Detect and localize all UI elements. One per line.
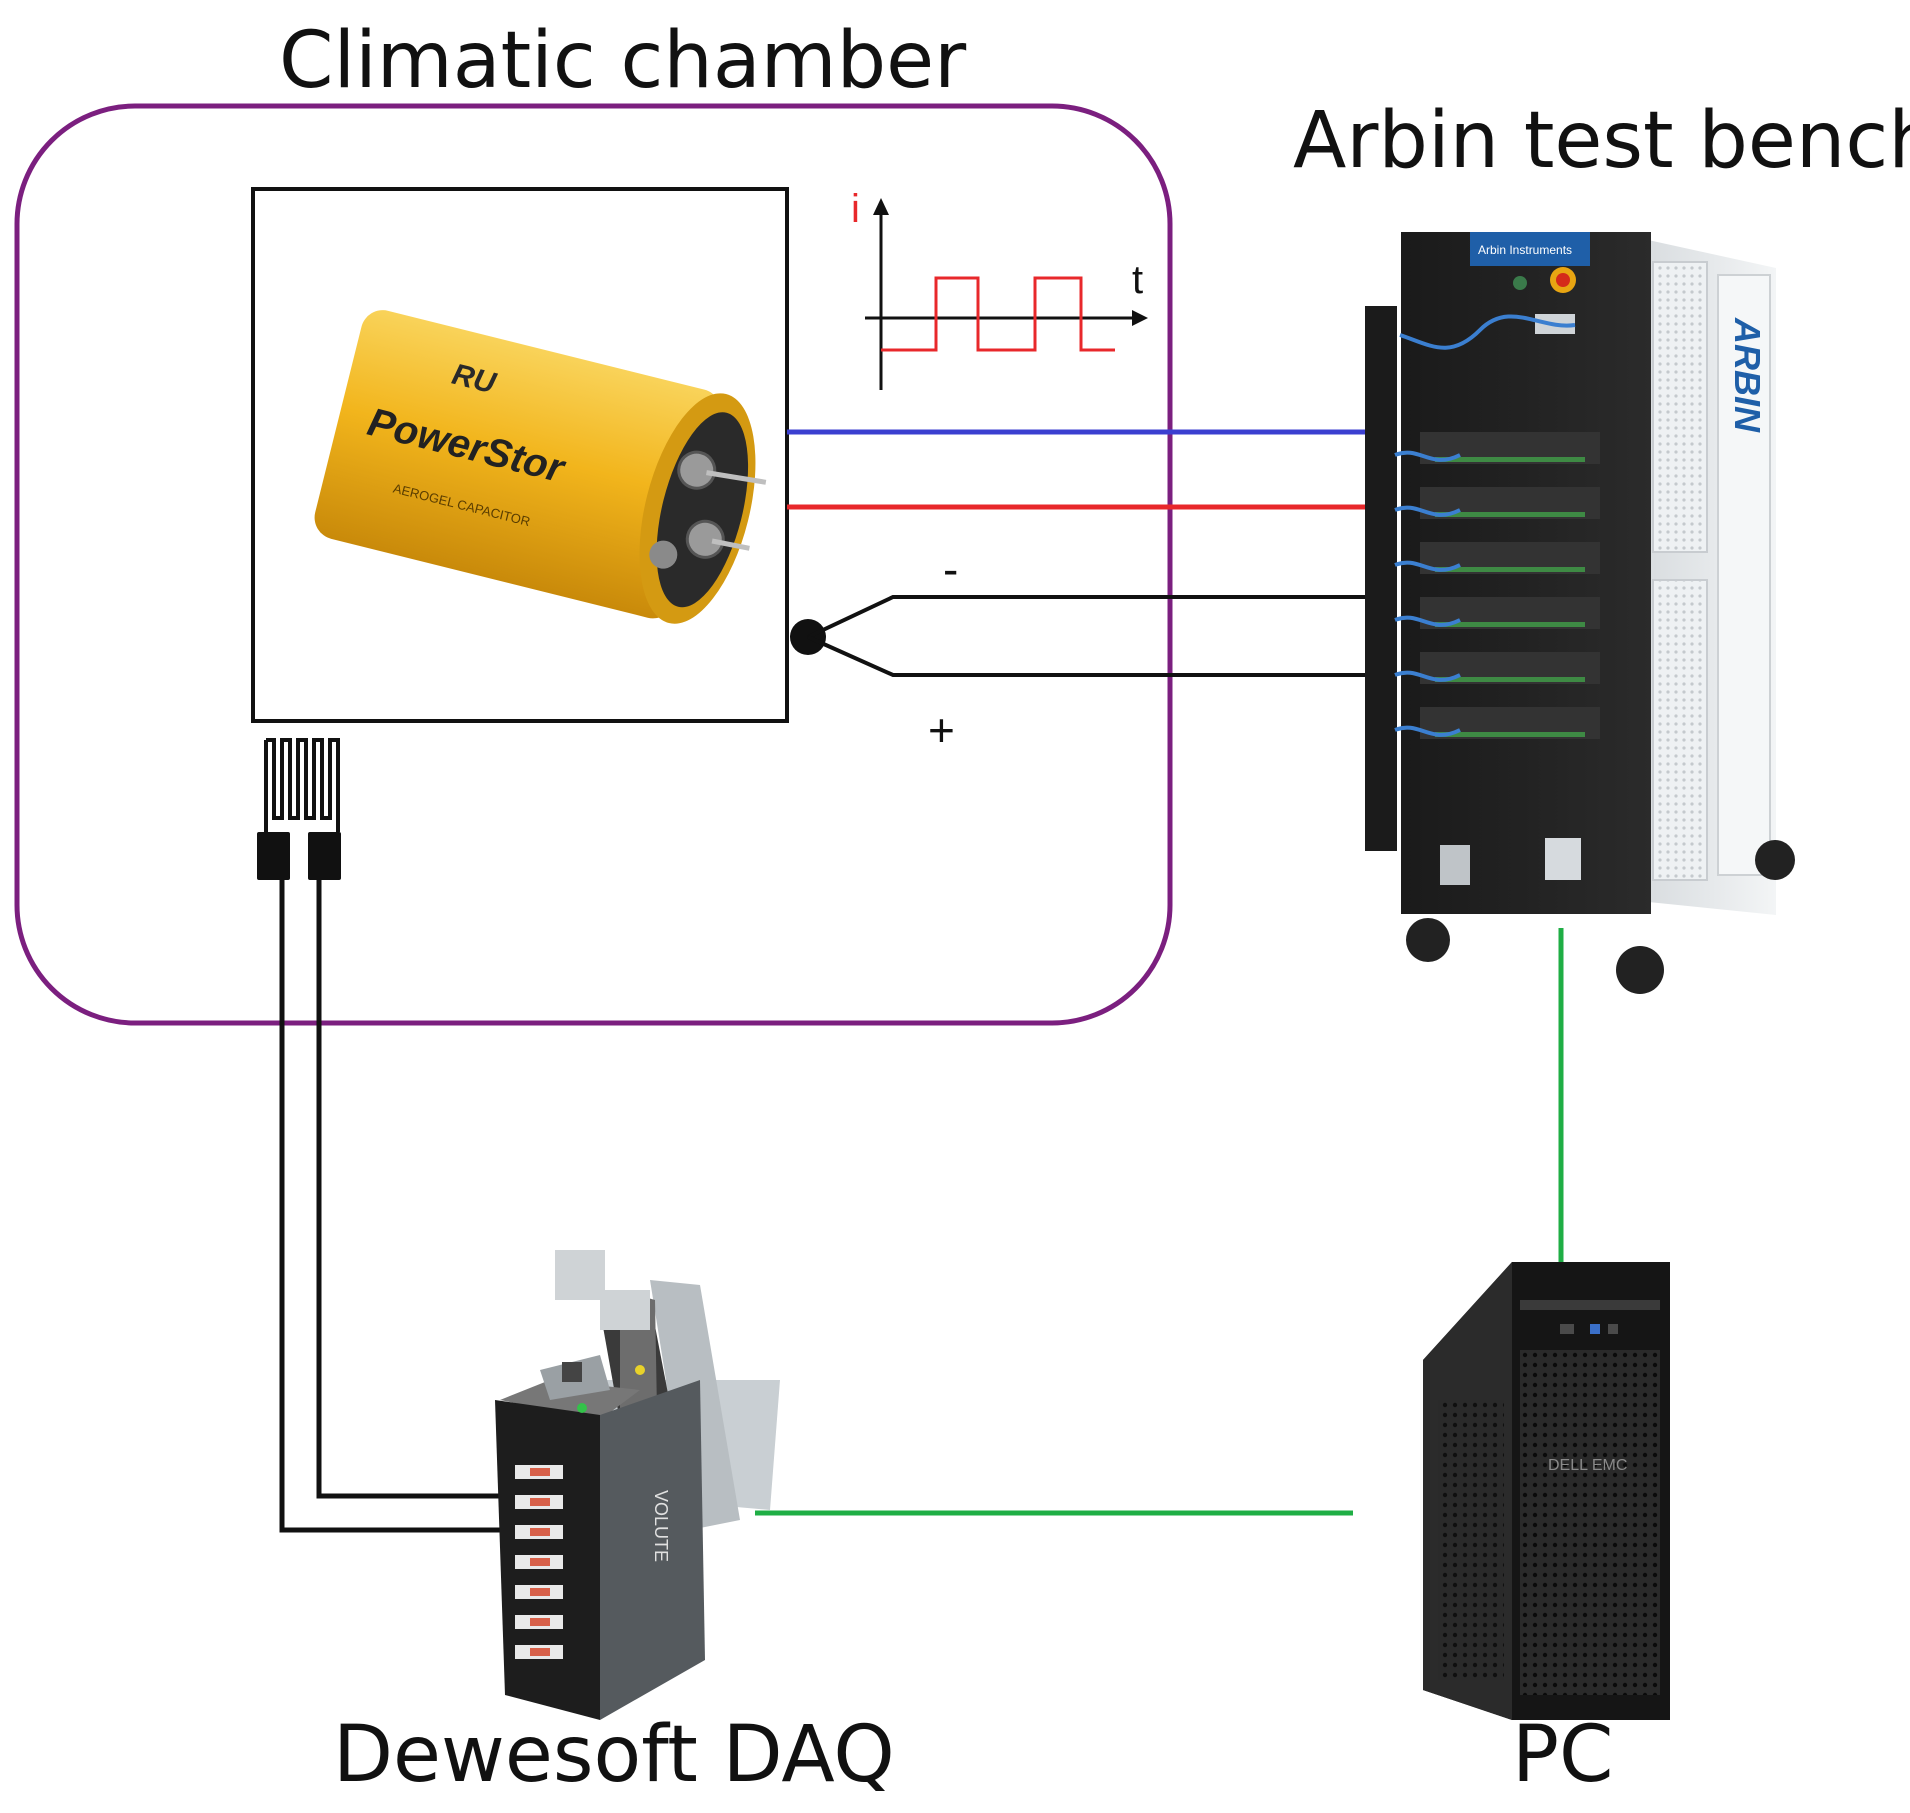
- arbin-side-brand: ARBIN: [1727, 317, 1768, 433]
- arbin-title: Arbin test bench: [1293, 96, 1910, 186]
- daq-title: Dewesoft DAQ: [333, 1710, 895, 1800]
- gauge-lead-outer: [279, 880, 510, 1533]
- pc-tower-image: DELL EMC: [1423, 1262, 1670, 1720]
- arbin-test-bench-image: ARBIN Arbin Instruments: [1365, 232, 1795, 994]
- arbin-top-plate: Arbin Instruments: [1478, 243, 1572, 257]
- waveform-y-label: i: [851, 187, 860, 231]
- strain-gauge-icon: [257, 738, 341, 880]
- climatic-chamber-border: [14, 103, 1173, 1026]
- chamber-title: Climatic chamber: [279, 16, 967, 106]
- waveform-x-label: t: [1132, 258, 1143, 302]
- daq-ports: [515, 1465, 563, 1659]
- waveform-signal: [881, 276, 1115, 352]
- pc-title: PC: [1512, 1710, 1614, 1800]
- thermocouple-wire-plus: [807, 635, 1368, 677]
- supercapacitor-image: PowerStor AEROGEL CAPACITOR RU: [314, 310, 767, 624]
- plus-label: +: [928, 704, 955, 756]
- gauge-lead-inner: [316, 880, 510, 1499]
- minus-label: -: [943, 543, 959, 595]
- dewesoft-daq-image: VOLUTE: [495, 1250, 780, 1720]
- daq-brand: VOLUTE: [651, 1490, 671, 1562]
- pc-brand: DELL EMC: [1548, 1457, 1627, 1474]
- thermocouple-wire-minus: [807, 595, 1368, 639]
- current-waveform: i t: [851, 187, 1148, 390]
